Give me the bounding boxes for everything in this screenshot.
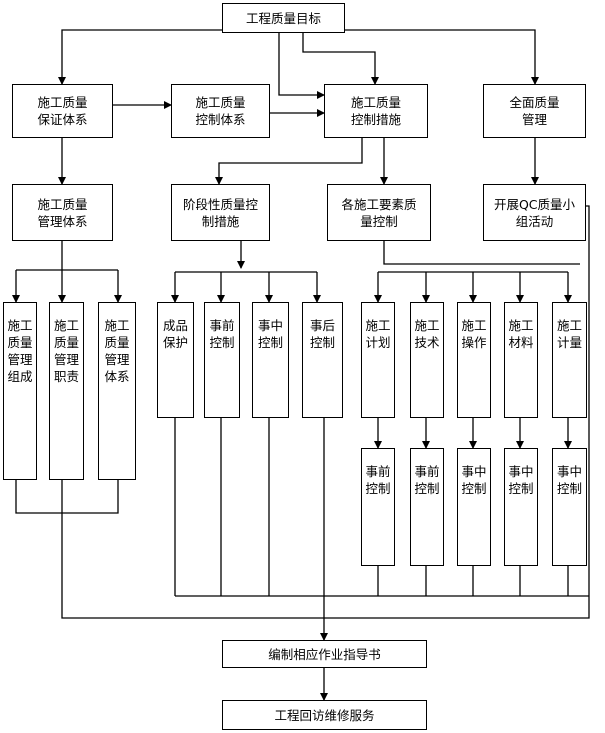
revisit-maintenance-box: 工程回访维修服务 <box>222 700 427 730</box>
quality-management-system-label: 施工质量 管理体系 <box>37 196 88 229</box>
material-in-control-label: 事中 控制 <box>508 464 534 496</box>
work-instructions-box: 编制相应作业指导书 <box>222 640 427 668</box>
stage-quality-measures-box: 阶段性质量控 制措施 <box>171 184 270 241</box>
management-organization-box: 施工 质量 管理 组成 <box>3 302 37 480</box>
post-control-label: 事后 控制 <box>309 318 335 350</box>
work-instructions-label: 编制相应作业指导书 <box>268 646 381 662</box>
construction-plan-box: 施工 计划 <box>361 302 395 418</box>
quality-control-measures-label: 施工质量 控制措施 <box>350 95 401 127</box>
management-duties-box: 施工 质量 管理 职责 <box>49 302 84 480</box>
revisit-maintenance-label: 工程回访维修服务 <box>274 707 375 723</box>
quality-assurance-label: 施工质量 保证体系 <box>37 95 88 127</box>
construction-plan-label: 施工 计划 <box>365 318 391 350</box>
factor-quality-control-label: 各施工要素质 量控制 <box>341 196 417 229</box>
construction-material-label: 施工 材料 <box>508 318 534 350</box>
quality-assurance-box: 施工质量 保证体系 <box>12 84 113 138</box>
construction-technology-label: 施工 技术 <box>414 318 440 350</box>
in-process-control-label: 事中 控制 <box>257 318 283 350</box>
quality-control-system-box: 施工质量 控制体系 <box>171 84 270 138</box>
product-protection-box: 成品 保护 <box>157 302 194 418</box>
total-quality-management-box: 全面质量 管理 <box>483 84 586 138</box>
material-in-control-box: 事中 控制 <box>504 448 538 566</box>
construction-material-box: 施工 材料 <box>504 302 538 418</box>
in-process-control-box: 事中 控制 <box>252 302 289 418</box>
construction-operation-box: 施工 操作 <box>457 302 491 418</box>
construction-metering-box: 施工 计量 <box>552 302 587 418</box>
product-protection-label: 成品 保护 <box>162 318 188 350</box>
total-quality-management-label: 全面质量 管理 <box>509 95 560 127</box>
plan-pre-control-box: 事前 控制 <box>361 448 395 566</box>
qc-group-activity-box: 开展QC质量小 组活动 <box>483 184 586 241</box>
management-organization-label: 施工 质量 管理 组成 <box>7 318 33 384</box>
quality-goal-box: 工程质量目标 <box>222 3 345 33</box>
plan-pre-control-label: 事前 控制 <box>365 464 391 496</box>
construction-operation-label: 施工 操作 <box>461 318 487 350</box>
construction-metering-label: 施工 计量 <box>556 318 582 350</box>
construction-technology-box: 施工 技术 <box>410 302 444 418</box>
operation-in-control-label: 事中 控制 <box>461 464 487 496</box>
quality-control-measures-box: 施工质量 控制措施 <box>324 84 428 138</box>
factor-quality-control-box: 各施工要素质 量控制 <box>327 184 431 241</box>
tech-pre-control-label: 事前 控制 <box>414 464 440 496</box>
post-control-box: 事后 控制 <box>302 302 343 418</box>
pre-control-label: 事前 控制 <box>209 318 235 350</box>
qc-group-activity-label: 开展QC质量小 组活动 <box>493 196 576 229</box>
metering-in-control-label: 事中 控制 <box>556 464 582 496</box>
stage-quality-measures-label: 阶段性质量控 制措施 <box>182 196 258 229</box>
management-duties-label: 施工 质量 管理 职责 <box>53 318 79 384</box>
quality-management-system-box: 施工质量 管理体系 <box>12 184 113 241</box>
quality-control-system-label: 施工质量 控制体系 <box>195 95 246 127</box>
management-system-label: 施工 质量 管理 体系 <box>104 318 130 384</box>
metering-in-control-box: 事中 控制 <box>552 448 587 566</box>
operation-in-control-box: 事中 控制 <box>457 448 491 566</box>
management-system-box: 施工 质量 管理 体系 <box>98 302 136 480</box>
quality-goal-label: 工程质量目标 <box>245 10 321 26</box>
pre-control-box: 事前 控制 <box>204 302 240 418</box>
tech-pre-control-box: 事前 控制 <box>410 448 444 566</box>
